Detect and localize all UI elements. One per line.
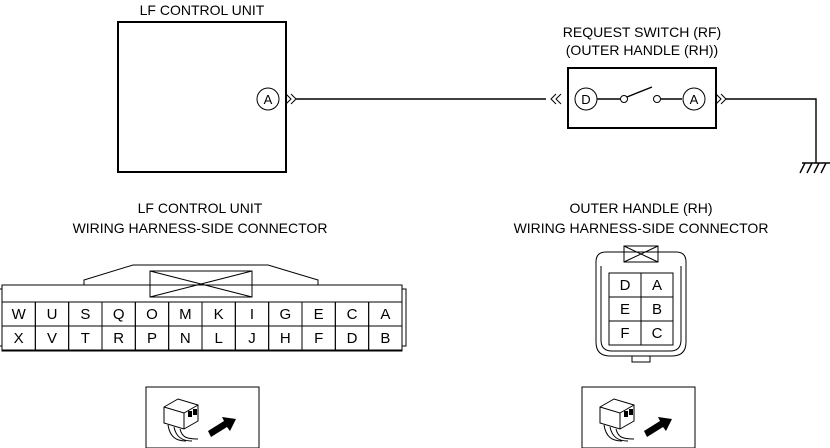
pin-label: R — [113, 330, 124, 347]
pin-cell — [368, 325, 403, 351]
switch-right-connector-mark — [715, 93, 727, 105]
pin-label: F — [620, 325, 629, 342]
pin-label: F — [314, 330, 323, 347]
pin-label: U — [47, 306, 58, 323]
pin-label: A — [380, 306, 390, 323]
pin-label: J — [248, 330, 256, 347]
pin-label: O — [146, 306, 158, 323]
pin-label: Q — [113, 306, 125, 323]
switch-terminal-d-label: D — [581, 92, 590, 107]
pin-label: B — [380, 330, 390, 347]
lf-terminal-circle — [256, 87, 280, 111]
pin-label: K — [214, 306, 224, 323]
switch-contact-right — [653, 95, 661, 103]
pin-label: M — [179, 306, 192, 323]
pin-label: T — [81, 330, 90, 347]
left-connector-title-line1: LF CONTROL UNIT — [138, 200, 263, 216]
switch-left-connector-mark — [550, 93, 562, 105]
pin-label: E — [314, 306, 324, 323]
ground-icon — [799, 162, 830, 174]
pin-label: A — [652, 277, 662, 294]
switch-title-line1: REQUEST SWITCH (RF) — [563, 24, 721, 40]
switch-terminal-a-label: A — [690, 92, 699, 107]
connector-view-icon — [581, 386, 696, 448]
switch-blade-icon — [626, 86, 653, 98]
right-connector-title-line1: OUTER HANDLE (RH) — [569, 200, 712, 216]
right-connector-housing — [595, 245, 687, 363]
pin-label: D — [347, 330, 358, 347]
pin-label: I — [250, 306, 254, 323]
connector-view-icon — [145, 386, 260, 448]
switch-contact-left — [620, 95, 628, 103]
pin-label: P — [147, 330, 157, 347]
lf-terminal-label: A — [264, 92, 273, 107]
pin-label: C — [347, 306, 358, 323]
ground-wire — [726, 98, 817, 163]
right-connector-title-line2: WIRING HARNESS-SIDE CONNECTOR — [514, 220, 769, 236]
pin-label: C — [652, 325, 663, 342]
pin-label: W — [12, 306, 27, 323]
switch-terminal-a-circle — [682, 87, 706, 111]
switch-title-line2: (OUTER HANDLE (RH)) — [566, 42, 718, 58]
pin-cell — [640, 320, 674, 346]
lf-control-unit-box — [117, 21, 287, 173]
pin-label: B — [652, 301, 662, 318]
pin-label: S — [80, 306, 90, 323]
pin-label: G — [279, 306, 291, 323]
pin-label: H — [280, 330, 291, 347]
pin-label: E — [620, 301, 630, 318]
pin-label: N — [180, 330, 191, 347]
pin-label: D — [620, 277, 631, 294]
right-connector-pin-grid: D A E B F C — [608, 272, 674, 346]
pin-label: X — [14, 330, 24, 347]
left-connector-title-line2: WIRING HARNESS-SIDE CONNECTOR — [73, 220, 328, 236]
request-switch-box — [567, 67, 717, 129]
lf-unit-title: LF CONTROL UNIT — [140, 2, 265, 18]
pin-label: L — [214, 330, 222, 347]
left-connector-pin-grid: W U S Q O M K I G E C A X V T R P N L J H F D B — [1, 301, 403, 351]
lf-connector-mark — [285, 93, 297, 105]
left-connector-housing — [0, 264, 407, 352]
pin-label: V — [47, 330, 57, 347]
